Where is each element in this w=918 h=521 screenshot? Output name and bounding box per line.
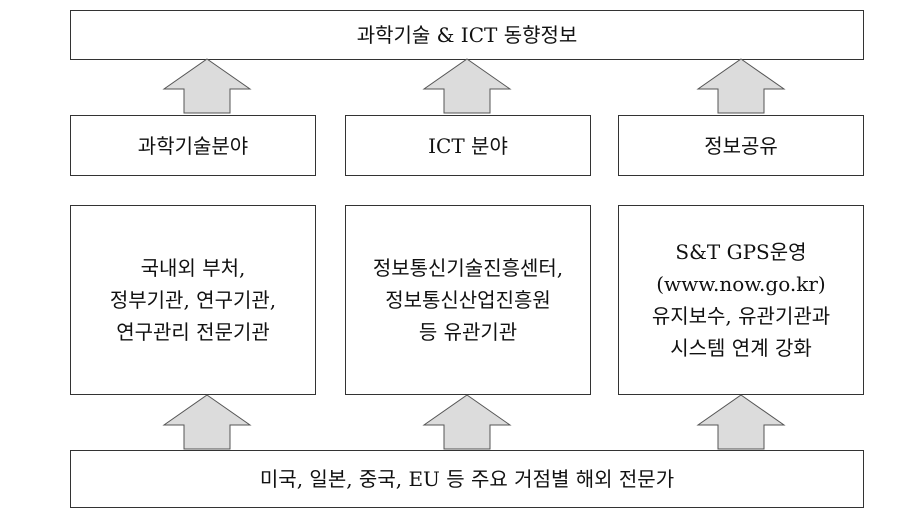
source-line: 정부기관, 연구기관, [109,288,277,312]
category-box-ict: ICT 분야 [345,115,591,176]
category-box-science: 과학기술분야 [70,115,316,176]
source-line: 시스템 연계 강화 [670,336,812,360]
up-arrow-top-2 [422,57,512,115]
up-arrow-top-1 [162,57,252,115]
source-box-st-gps: S&T GPS운영 (www.now.go.kr) 유지보수, 유관기관과 시스… [618,205,864,395]
source-line: 정보통신기술진흥센터, [372,256,564,280]
source-box-government: 국내외 부처, 정부기관, 연구기관, 연구관리 전문기관 [70,205,316,395]
source-line: 국내외 부처, [140,256,246,280]
top-box-label: 과학기술 & ICT 동향정보 [356,23,578,47]
source-line: (www.now.go.kr) [656,272,826,296]
source-line: 정보통신산업진흥원 [385,288,551,312]
bottom-box-label: 미국, 일본, 중국, EU 등 주요 거점별 해외 전문가 [259,467,675,491]
category-label: 정보공유 [704,133,778,158]
category-label: ICT 분야 [428,133,508,158]
up-arrow-bottom-1 [162,393,252,451]
source-line: 연구관리 전문기관 [116,320,270,344]
category-box-info-sharing: 정보공유 [618,115,864,176]
source-box-ict-agencies: 정보통신기술진흥센터, 정보통신산업진흥원 등 유관기관 [345,205,591,395]
source-line: 유지보수, 유관기관과 [651,304,831,328]
top-box-trend-info: 과학기술 & ICT 동향정보 [70,10,864,60]
source-line: 등 유관기관 [418,320,518,344]
up-arrow-bottom-3 [696,393,786,451]
category-label: 과학기술분야 [137,133,249,158]
source-line: S&T GPS운영 [675,240,807,264]
up-arrow-bottom-2 [422,393,512,451]
up-arrow-top-3 [696,57,786,115]
bottom-box-overseas-experts: 미국, 일본, 중국, EU 등 주요 거점별 해외 전문가 [70,450,864,508]
